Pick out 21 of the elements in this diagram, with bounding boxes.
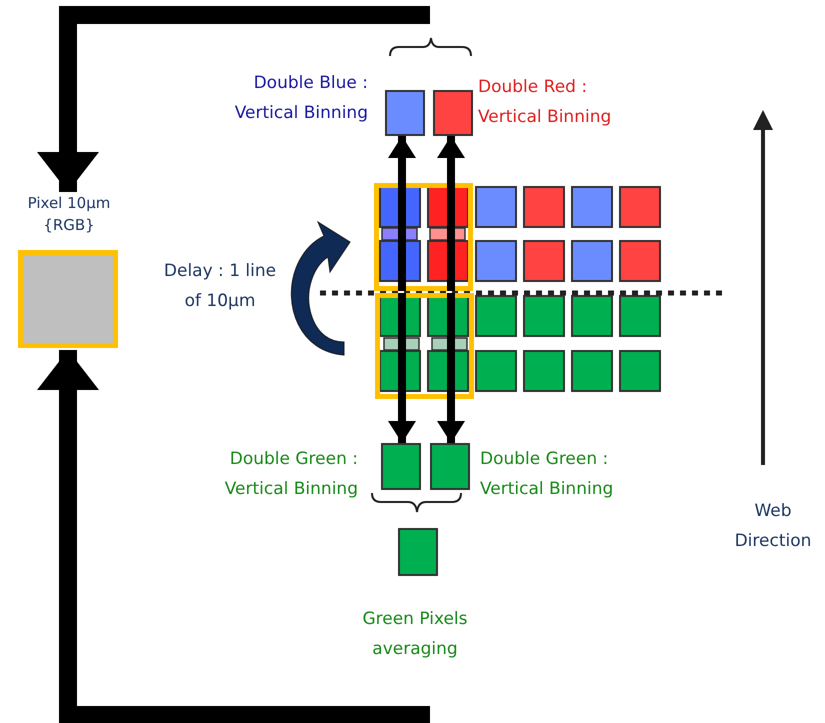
pixel-square — [381, 443, 421, 490]
pixel-square — [398, 528, 438, 576]
binning-caption: Double Blue : Vertical Binning — [234, 72, 368, 125]
binning-caption: Green Pixels averaging — [361, 608, 469, 661]
pixel-label: Pixel 10µm {RGB} — [26, 193, 112, 236]
binning-caption: Double Green : Vertical Binning — [224, 448, 358, 501]
arrow — [388, 136, 416, 291]
pixel-square — [433, 90, 473, 136]
binning-frame — [375, 293, 474, 399]
delay-label: Delay : 1 line of 10μm — [162, 260, 278, 313]
binning-caption: Double Green : Vertical Binning — [480, 448, 614, 501]
arrow — [437, 136, 465, 291]
binning-caption: Double Red : Vertical Binning — [478, 76, 612, 129]
arrow — [37, 6, 430, 192]
binning-frame — [374, 183, 473, 291]
arrow — [388, 293, 416, 443]
direction-label: Web Direction — [734, 500, 812, 553]
pixel-square — [430, 443, 470, 490]
arrow — [437, 293, 465, 443]
pixel-square — [385, 90, 425, 136]
arrow — [37, 350, 430, 723]
